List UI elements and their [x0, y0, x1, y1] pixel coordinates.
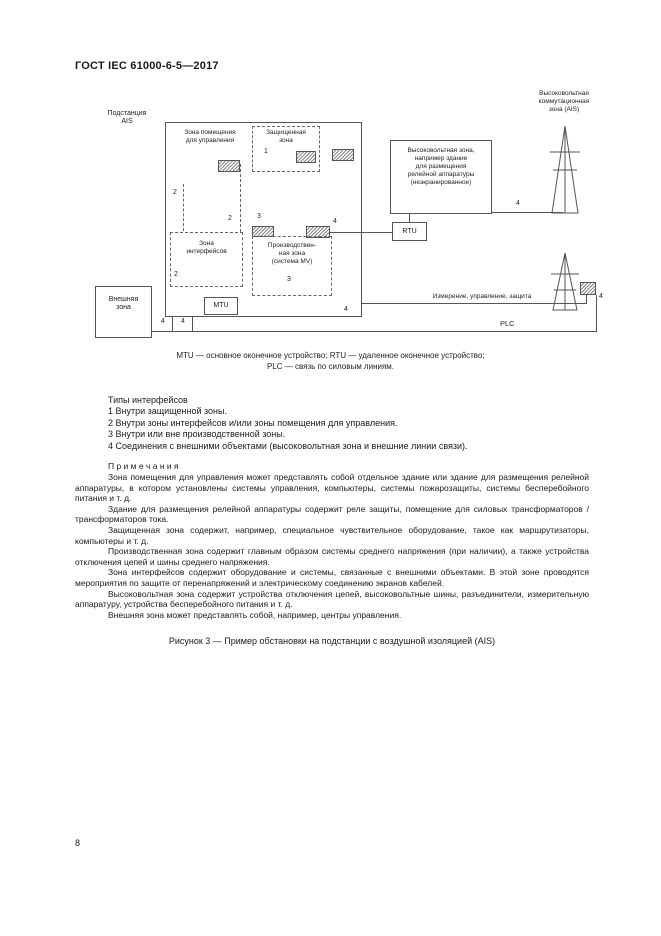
figure-caption: Рисунок 3 — Пример обстановки на подстан… — [168, 636, 496, 647]
note-paragraph: Защищенная зона содержит, например, спец… — [75, 524, 589, 546]
protected-zone-label: Защищенная зона — [266, 129, 306, 144]
production-zone-box — [252, 236, 332, 296]
note-paragraph: Высоковольтная зона содержит устройства … — [75, 588, 589, 610]
equipment-hatch-icon — [296, 151, 316, 163]
interface-type-item: 2 Внутри зоны интерфейсов и/или зоны пом… — [108, 417, 398, 428]
interface-type-item: 4 Соединения с внешними объектами (высок… — [108, 440, 468, 451]
line-coupling-hatch-icon — [580, 282, 596, 295]
body-text: Типы интерфейсов 1 Внутри защищенной зон… — [75, 394, 589, 646]
hv-switchyard-label: Высоковольтная коммутационная зона (AIS) — [538, 90, 590, 113]
interface-number-3: 3 — [257, 213, 261, 220]
measurement-line-label: Измерение, управление, защита — [432, 293, 532, 300]
equipment-hatch-icon — [218, 160, 240, 172]
substation-outer-box — [165, 122, 362, 317]
note-paragraph: Производственная зона содержит главным о… — [75, 546, 589, 567]
hv-zone-box: Высоковольтная зона, например здание для… — [390, 140, 492, 214]
interface-zone-box — [170, 232, 243, 287]
protected-zone-box — [252, 126, 320, 172]
interface-zone-label: Зона интерфейсов — [186, 240, 227, 255]
plc-line-label: PLC — [500, 319, 515, 328]
page-header: ГОСТ IEC 61000-6-5—2017 — [75, 60, 219, 72]
interface-types-title: Типы интерфейсов — [108, 395, 188, 405]
equipment-hatch-icon — [332, 149, 354, 161]
note-paragraph: Зона помещения для управления может пред… — [75, 472, 589, 504]
interface-number-4: 4 — [181, 318, 185, 325]
measurement-line — [362, 295, 587, 304]
interface-type-item: 1 Внутри защищенной зоны. — [108, 406, 227, 416]
interface-number-2: 2 — [228, 215, 232, 222]
interface-number-4: 4 — [516, 200, 520, 207]
external-zone-label: Внешняя зона — [108, 296, 139, 311]
page-number: 8 — [75, 838, 81, 848]
note-paragraph: Здание для размещения релейной аппаратур… — [75, 503, 589, 525]
interface-number-4: 4 — [344, 306, 348, 313]
legend-line-2: PLC — связь по силовым линиям. — [266, 362, 395, 371]
mtu-box: MTU — [204, 297, 238, 315]
interface-number-4: 4 — [161, 318, 165, 325]
legend-line-1: MTU — основное оконечное устройство; RTU… — [176, 351, 485, 360]
interface-type-item: 3 Внутри или вне производственной зоны. — [108, 429, 286, 439]
transmission-tower-upper-icon — [550, 125, 580, 214]
interface-number-4: 4 — [333, 218, 337, 225]
rtu-box: RTU — [392, 222, 427, 241]
production-zone-label: Производствен- ная зона (система MV) — [267, 242, 317, 265]
plc-line — [152, 295, 597, 332]
rtu-label: RTU — [402, 228, 417, 235]
interface-number-3: 3 — [287, 276, 291, 283]
interface-dashed-line — [240, 164, 241, 232]
equipment-hatch-icon — [306, 226, 330, 238]
substation-label: Подстанция AIS — [107, 110, 147, 125]
hv-zone-label: Высоковольтная зона, например здание для… — [407, 147, 475, 186]
interface-number-2: 2 — [173, 189, 177, 196]
interface-number-1: 1 — [264, 148, 268, 155]
external-zone-box: Внешняя зона — [95, 286, 152, 338]
control-room-zone-label: Зона помещения для управления — [184, 129, 236, 144]
mtu-label: MTU — [213, 302, 229, 309]
interface-number-4: 4 — [599, 293, 603, 300]
interface-number-2: 2 — [174, 271, 178, 278]
transmission-tower-lower-icon — [551, 252, 579, 311]
interface-dashed-line — [183, 184, 184, 231]
note-paragraph: Зона интерфейсов содержит оборудование и… — [75, 567, 589, 588]
note-paragraph: Внешняя зона может представлять собой, н… — [108, 609, 402, 620]
notes-title: П р и м е ч а н и я — [108, 461, 179, 471]
